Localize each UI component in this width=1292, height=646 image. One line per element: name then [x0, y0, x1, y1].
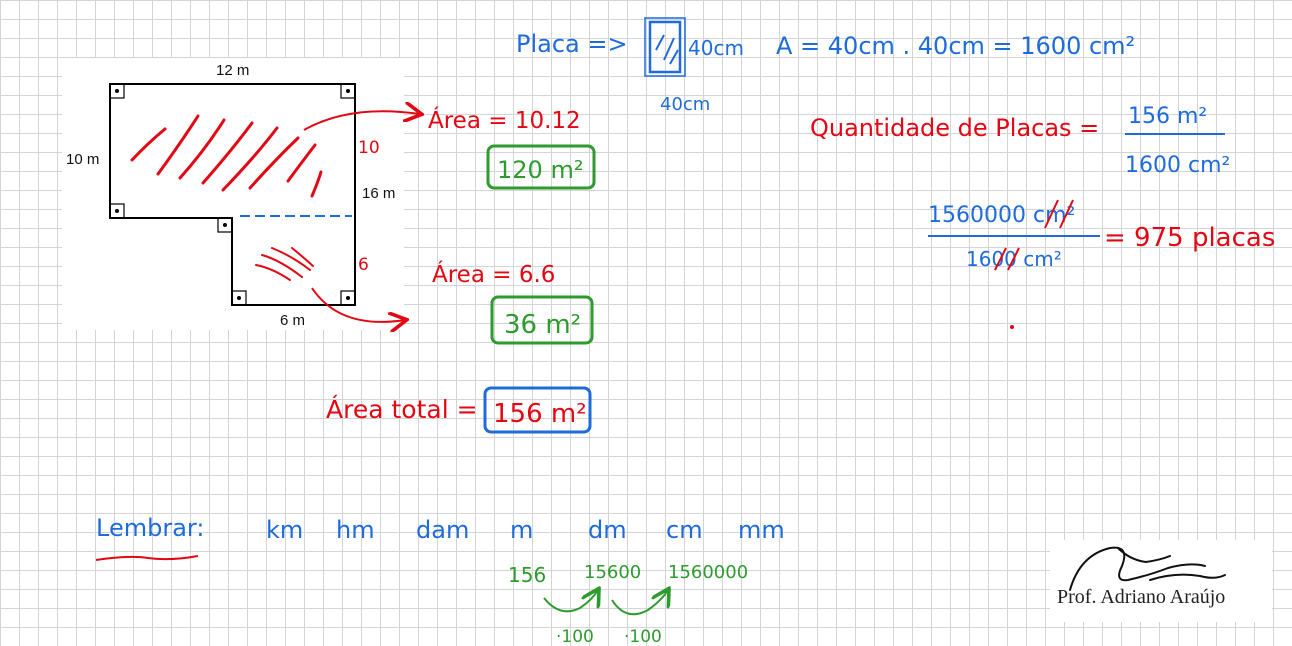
- unit-m: m: [510, 516, 533, 544]
- value-m: 156: [508, 563, 546, 587]
- signature-panel: [1050, 540, 1272, 622]
- quantidade-label: Quantidade de Placas =: [810, 114, 1099, 142]
- area1-box: [486, 144, 596, 190]
- conversion-numerator: 1560000 cm²: [928, 203, 1075, 228]
- area2-formula: Área = 6.6: [432, 260, 555, 288]
- mark-10: 10: [358, 138, 380, 158]
- unit-mm: mm: [738, 516, 785, 544]
- label-left: 10 m: [66, 151, 99, 168]
- stray-dot: [1010, 325, 1014, 329]
- area2-result: 36 m²: [504, 310, 581, 340]
- factor-1: ·100: [556, 627, 594, 646]
- hatching-upper: [130, 114, 323, 198]
- label-bottom: 6 m: [280, 312, 305, 329]
- total-label: Área total =: [326, 395, 478, 424]
- total-result: 156 m²: [493, 399, 587, 429]
- arrow-area1: [303, 111, 420, 131]
- hatching-lower: [255, 247, 314, 281]
- factor-2: ·100: [624, 627, 662, 646]
- arrow-m-to-dm: [543, 590, 598, 613]
- value-dm: 15600: [584, 562, 641, 583]
- placa-side-right: 40cm: [688, 36, 744, 60]
- label-top: 12 m: [216, 62, 249, 79]
- label-right: 16 m: [362, 185, 395, 202]
- signature-name: Prof. Adriano Araújo: [1057, 586, 1225, 608]
- lembrar-underline: [95, 555, 199, 561]
- placa-label: Placa =>: [516, 30, 628, 58]
- quantidade-numerator: 156 m²: [1128, 104, 1207, 129]
- area2-box: [490, 295, 594, 345]
- arrow-area2: [311, 287, 405, 322]
- cancel-strokes: [994, 199, 1074, 271]
- unit-cm: cm: [666, 516, 703, 544]
- arrow-dm-to-cm: [611, 590, 668, 616]
- unit-dam: dam: [416, 516, 469, 544]
- unit-km: km: [266, 516, 303, 544]
- lembrar-label: Lembrar:: [96, 514, 204, 542]
- value-cm: 1560000: [668, 562, 748, 583]
- placa-area-formula: A = 40cm . 40cm = 1600 cm²: [776, 32, 1135, 60]
- quantidade-denominator: 1600 cm²: [1125, 153, 1230, 178]
- mark-6: 6: [358, 255, 369, 275]
- area1-formula: Área = 10.12: [428, 106, 581, 134]
- signature-scribble-icon: [1069, 546, 1226, 591]
- placa-side-bottom: 40cm: [660, 94, 710, 115]
- quantidade-result: = 975 placas: [1104, 223, 1275, 253]
- floor-plan: [109, 83, 356, 306]
- area1-result: 120 m²: [497, 156, 583, 184]
- unit-hm: hm: [336, 516, 375, 544]
- unit-dm: dm: [588, 516, 627, 544]
- total-box: [483, 386, 592, 434]
- placa-square-icon: [644, 17, 686, 77]
